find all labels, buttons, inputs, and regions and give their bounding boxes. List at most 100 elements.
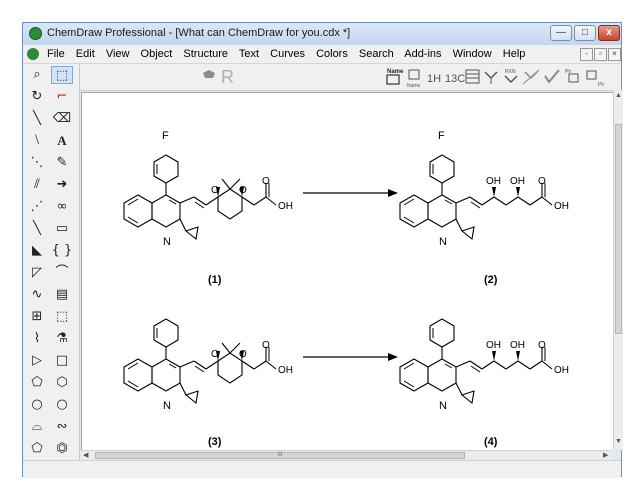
tool-palette: ⌕ ⬚ ↻ ⌐ ╲ ⌫ ⧵ A ⋱ ✎ ⫽ ➜ ⋰ ∞ ╲ ▭ ◣ { } ◸ … — [23, 64, 80, 462]
compound-2-n-atom: N — [439, 236, 447, 248]
wavy-bond-tool-icon[interactable]: ∿ — [31, 287, 43, 302]
reaction-tool-icon[interactable] — [484, 71, 498, 84]
table-tool-icon[interactable]: ⊞ — [31, 309, 43, 324]
vertical-scrollbar[interactable]: ▲ ▼ — [613, 90, 623, 450]
hollow-wedge-tool-icon[interactable]: ◸ — [32, 265, 42, 280]
double-bond-tool-icon[interactable]: ⧵ — [34, 133, 40, 148]
menu-search[interactable]: Search — [358, 48, 394, 60]
vertical-scroll-thumb[interactable] — [615, 124, 622, 334]
svg-text:Ph: Ph — [598, 82, 604, 88]
compound-1-o-atom-left: O — [211, 185, 219, 196]
structure-to-name-icon[interactable]: Name — [407, 69, 421, 89]
mechanism-icon[interactable] — [522, 69, 540, 85]
template-tool-icon[interactable]: ⚗ — [56, 331, 68, 346]
compound-2-label: (2) — [484, 274, 498, 286]
brackets-tool-icon[interactable]: { } — [51, 243, 73, 258]
query-tool-icon[interactable]: ▤ — [55, 287, 69, 302]
properties-table-icon[interactable] — [465, 69, 480, 84]
orbital-tool-icon[interactable]: ∞ — [56, 199, 68, 214]
compound-4-structure[interactable] — [399, 318, 553, 404]
menu-file[interactable]: File — [47, 48, 65, 60]
hashed-bond-tool-icon[interactable]: ⫽ — [34, 177, 40, 192]
benzene-tool-icon[interactable]: ⏣ — [56, 441, 68, 456]
compound-4-oh-left: OH — [486, 340, 501, 351]
tlc-tool-icon[interactable]: ⬚ — [55, 309, 69, 324]
horizontal-scroll-thumb[interactable]: III — [95, 452, 465, 459]
chain-tool-icon[interactable]: ⌇ — [33, 331, 41, 346]
rxn-icon[interactable]: RXN — [504, 69, 518, 84]
arrow-tool-icon[interactable]: ➜ — [56, 177, 68, 192]
cyclopentane-tool-icon[interactable]: ⬠ — [31, 375, 43, 390]
drawing-canvas[interactable]: F N O O O OH (1) F N OH OH O OH (2) — [81, 92, 614, 451]
dashed-bond-tool-icon[interactable]: ⋱ — [30, 155, 44, 170]
compound-2-oh-right: OH — [510, 176, 525, 187]
compound-1-structure[interactable] — [123, 154, 277, 240]
reaction-arrow-2[interactable] — [303, 353, 398, 361]
horizontal-scrollbar[interactable]: ◀ III ▶ — [81, 450, 613, 461]
compound-3-structure[interactable] — [123, 318, 277, 404]
mass-fragmentation-tool-icon[interactable]: ⌐ — [56, 89, 68, 104]
window-title: ChemDraw Professional - [What can ChemDr… — [47, 27, 351, 39]
maximize-button[interactable]: □ — [574, 25, 596, 41]
cyclooctane-tool-icon[interactable]: ○ — [56, 397, 68, 412]
fragment-icon — [203, 70, 215, 78]
chemical-symbols-tool-icon[interactable]: ⌒ — [55, 265, 69, 280]
text-tool-icon[interactable]: A — [57, 133, 67, 148]
chair-tool-icon[interactable]: ⌓ — [31, 419, 43, 434]
wedge-bond-tool-icon[interactable]: ◣ — [32, 243, 42, 258]
chemdraw-app-icon[interactable] — [29, 27, 42, 40]
menu-edit[interactable]: Edit — [75, 48, 95, 60]
name-to-structure-icon[interactable]: Name — [386, 69, 404, 85]
compound-2-f-atom: F — [438, 130, 445, 142]
lasso-tool-icon[interactable]: ⌕ — [33, 67, 41, 82]
svg-text:Name: Name — [407, 83, 421, 89]
scroll-down-icon[interactable]: ▼ — [615, 438, 622, 445]
menu-window[interactable]: Window — [452, 48, 492, 60]
menu-curves[interactable]: Curves — [270, 48, 305, 60]
eraser-tool-icon[interactable]: ⌫ — [52, 111, 72, 126]
mdi-restore-button[interactable]: ▫ — [594, 48, 607, 61]
reaction-arrow-1[interactable] — [303, 189, 398, 197]
scroll-left-icon[interactable]: ◀ — [83, 452, 89, 459]
menu-colors[interactable]: Colors — [316, 48, 348, 60]
drawing-elements-tool-icon[interactable]: ▭ — [55, 221, 69, 236]
cyclohexane-tool-icon[interactable]: ⬡ — [56, 375, 68, 390]
menu-text[interactable]: Text — [238, 48, 260, 60]
marquee-tool-icon[interactable]: ⬚ — [51, 66, 73, 84]
compound-2-structure[interactable] — [399, 154, 553, 240]
status-bar — [23, 460, 621, 478]
cyclobutane-tool-icon[interactable]: □ — [55, 353, 69, 368]
chair-alt-tool-icon[interactable]: ∾ — [56, 419, 68, 434]
menu-view[interactable]: View — [105, 48, 130, 60]
ph-fragment-alt-icon[interactable]: Ph — [586, 70, 604, 88]
svg-text:RXN: RXN — [505, 69, 516, 75]
c-nmr-icon[interactable]: 13C — [445, 73, 465, 85]
bold-bond-tool-icon[interactable]: ╲ — [33, 221, 41, 236]
mdi-close-button[interactable]: × — [608, 48, 621, 61]
menu-object[interactable]: Object — [140, 48, 173, 60]
cyclopropane-tool-icon[interactable]: ▷ — [32, 353, 42, 368]
compound-1-carbonyl-o: O — [262, 176, 270, 187]
h-nmr-icon[interactable]: 1H — [427, 73, 441, 85]
menu-help[interactable]: Help — [502, 48, 526, 60]
scroll-right-icon[interactable]: ▶ — [603, 452, 609, 459]
pen-tool-icon[interactable]: ✎ — [56, 155, 68, 170]
menu-addins[interactable]: Add-ins — [404, 48, 442, 60]
compound-3-oh: OH — [278, 365, 293, 376]
cycloheptane-tool-icon[interactable]: ○ — [31, 397, 43, 412]
compound-4-carbonyl-o: O — [538, 340, 546, 351]
menu-structure[interactable]: Structure — [183, 48, 229, 60]
cyclopentadiene-tool-icon[interactable]: ⬠ — [31, 441, 43, 456]
analysis-toolbar: R Name Name 1H 13C RXN — [23, 64, 621, 91]
rotate-tool-icon[interactable]: ↻ — [31, 89, 43, 104]
minimize-button[interactable]: — — [550, 25, 572, 41]
scroll-up-icon[interactable]: ▲ — [615, 92, 622, 99]
document-icon[interactable] — [27, 48, 39, 60]
hashed-wedge-tool-icon[interactable]: ⋰ — [30, 199, 44, 214]
ph-fragment-icon[interactable]: Ph — [565, 69, 579, 83]
bond-tool-icon[interactable]: ╲ — [33, 111, 41, 126]
check-structure-icon[interactable] — [544, 69, 560, 84]
mdi-minimize-button[interactable]: - — [580, 48, 593, 61]
close-button[interactable]: x — [598, 25, 620, 41]
menu-bar: File Edit View Object Structure Text Cur… — [23, 45, 621, 64]
